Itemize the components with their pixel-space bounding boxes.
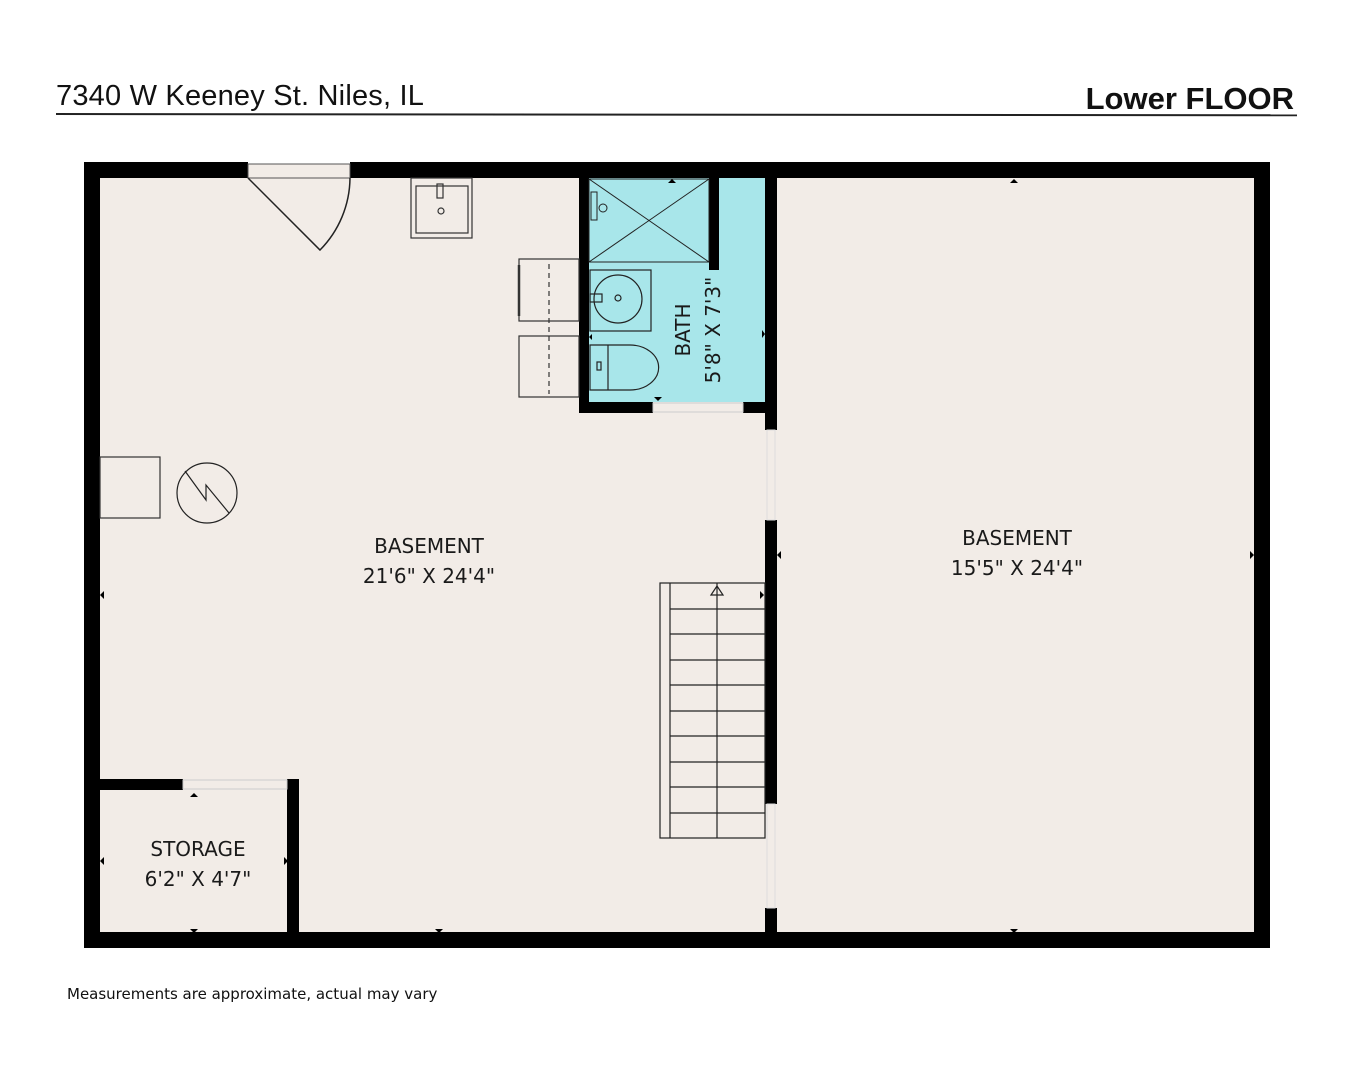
electrical-panel-icon [99,456,161,519]
room-dims-basement-left: 21'6" X 24'4" [363,564,495,588]
staircase[interactable] [659,582,766,839]
water-heater-icon [176,462,238,524]
door-swing-icon [247,177,351,252]
room-name-storage: STORAGE [150,837,245,861]
storage-door-opening[interactable] [182,779,288,790]
property-address: 7340 W Keeney St. Niles, IL [56,80,425,112]
room-dims-basement-right: 15'5" X 24'4" [951,556,1083,580]
stair-up-arrow-icon [709,584,725,596]
room-dims-storage: 6'2" X 4'7" [145,867,252,891]
disclaimer: Measurements are approximate, actual may… [67,985,438,1003]
bath-walls [579,170,773,413]
utility-sink-icon [410,177,473,239]
room-name-bath: BATH [671,303,695,356]
outer-walls [84,162,1270,948]
room-dims-bath: 5'8" X 7'3" [701,277,725,384]
shower-icon [588,178,710,263]
washer-dryer-icon [517,258,580,398]
storage-walls [92,779,299,939]
room-name-basement-left: BASEMENT [374,534,485,558]
opening-upper[interactable] [766,429,776,521]
bathroom-sink-icon [589,269,652,332]
opening-lower[interactable] [766,803,776,909]
bath-area [587,176,765,402]
entry-door-opening[interactable] [247,163,351,179]
divider-wall [765,170,777,938]
floor-title: Lower FLOOR [1085,81,1294,116]
bath-door-opening[interactable] [652,402,744,413]
toilet-icon [589,344,660,391]
room-name-basement-right: BASEMENT [962,526,1073,550]
dimension-markers [100,179,1254,933]
